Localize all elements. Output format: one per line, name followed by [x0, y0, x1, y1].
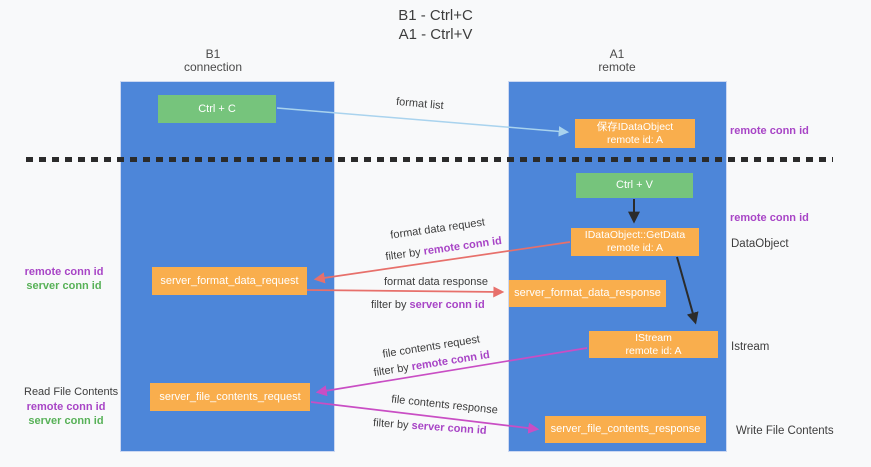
diagram-title: B1 - Ctrl+C A1 - Ctrl+V [0, 6, 871, 44]
idataobject-getdata-box: IDataObject::GetData remote id: A [571, 228, 699, 256]
file-contents-response-label: file contents response [390, 393, 499, 417]
server-format-data-request-box: server_format_data_request [152, 267, 307, 295]
ctrl-v-label: Ctrl + V [616, 179, 653, 191]
remote-conn-id-text: remote conn id [422, 234, 503, 258]
lane-header-a1-line2: remote [598, 60, 636, 74]
remote-conn-id-text: remote conn id [26, 401, 106, 413]
phase-divider-dashed-line [26, 157, 833, 162]
remote-conn-id-label-right-1: remote conn id [730, 125, 809, 137]
server-conn-id-text: server conn id [28, 415, 104, 427]
server-conn-id-text: server conn id [26, 280, 102, 292]
save-idataobject-line1: 保存IDataObject [596, 120, 674, 133]
lane-header-b1: B1 connection [153, 48, 273, 74]
read-file-contents-label: Read File Contents [24, 386, 119, 398]
idataobject-getdata-line1: IDataObject::GetData [584, 229, 686, 241]
dataobject-label: DataObject [731, 238, 789, 250]
filter-by-text: filter by [372, 361, 413, 380]
server-file-contents-request-label: server_file_contents_request [159, 390, 301, 403]
title-line-1: B1 - Ctrl+C [398, 7, 473, 24]
filter-by-server-conn-id-label-2: filter by server conn id [373, 417, 487, 437]
format-list-label: format list [395, 95, 445, 113]
write-file-contents-label: Write File Contents [736, 425, 834, 437]
server-file-contents-response-box: server_file_contents_response [545, 416, 706, 443]
filter-by-text: filter by [372, 417, 412, 432]
istream-line1: IStream [635, 331, 672, 344]
server-conn-id-text: server conn id [409, 299, 485, 311]
idataobject-getdata-line2: remote id: A [606, 242, 664, 254]
remote-conn-id-text: remote conn id [24, 266, 104, 278]
filter-by-text: filter by [384, 245, 425, 264]
ctrl-c-box: Ctrl + C [158, 95, 276, 123]
server-format-data-request-label: server_format_data_request [160, 274, 299, 287]
lane-header-b1-line1: B1 [205, 47, 221, 61]
left-conn-id-stack-2: remote conn id server conn id [22, 400, 110, 428]
istream-box: IStream remote id: A [589, 331, 718, 358]
lane-header-a1: A1 remote [557, 48, 677, 74]
istream-line2: remote id: A [625, 344, 682, 357]
format-data-response-label: format data response [384, 276, 488, 288]
arrow-format-data-response [306, 286, 505, 298]
lane-header-a1-line1: A1 [609, 47, 625, 61]
server-format-data-response-label: server_format_data_response [514, 287, 661, 299]
server-format-data-response-box: server_format_data_response [509, 280, 666, 307]
ctrl-v-box: Ctrl + V [576, 173, 693, 198]
remote-conn-id-label-right-2: remote conn id [730, 212, 809, 224]
format-data-request-label: format data request [389, 216, 486, 242]
filter-by-text: filter by [371, 299, 410, 311]
save-idataobject-box: 保存IDataObject remote id: A [575, 119, 695, 148]
server-file-contents-request-box: server_file_contents_request [150, 383, 310, 411]
lane-header-b1-line2: connection [183, 60, 243, 74]
title-line-2: A1 - Ctrl+V [398, 26, 473, 43]
save-idataobject-line2: remote id: A [606, 133, 664, 146]
ctrl-c-label: Ctrl + C [198, 102, 236, 115]
left-conn-id-stack-1: remote conn id server conn id [20, 265, 108, 293]
server-file-contents-response-label: server_file_contents_response [550, 423, 701, 435]
filter-by-server-conn-id-label-1: filter by server conn id [371, 299, 485, 311]
istream-side-label: Istream [731, 341, 770, 353]
server-conn-id-text: server conn id [411, 419, 487, 437]
